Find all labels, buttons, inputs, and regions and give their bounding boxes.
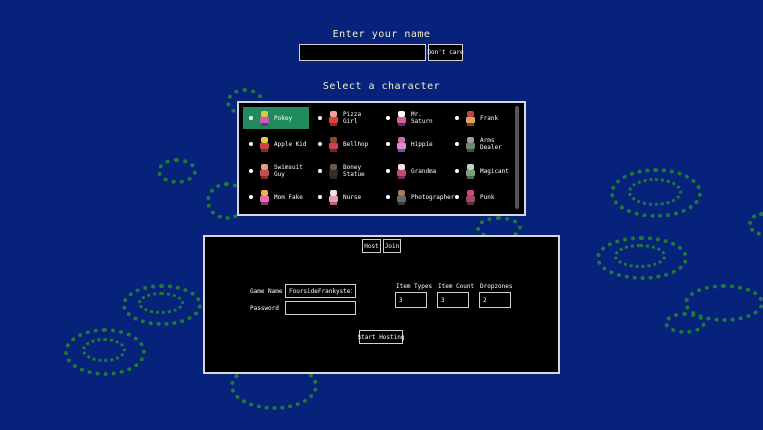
bg-ring bbox=[122, 284, 202, 326]
bg-ring bbox=[157, 158, 197, 184]
character-sprite-icon bbox=[328, 189, 339, 205]
character-sprite-icon bbox=[465, 163, 476, 179]
character-sprite-icon bbox=[396, 136, 407, 152]
character-option[interactable]: Boney Statue bbox=[312, 160, 378, 182]
character-sprite-icon bbox=[396, 110, 407, 126]
radio-icon[interactable] bbox=[249, 169, 253, 173]
password-field[interactable] bbox=[285, 301, 356, 315]
radio-icon[interactable] bbox=[318, 116, 322, 120]
character-sprite-icon bbox=[259, 136, 270, 152]
bg-ring bbox=[138, 292, 184, 314]
character-label: Pokey bbox=[274, 114, 293, 122]
character-label: Arms Dealer bbox=[480, 137, 502, 151]
character-sprite-icon bbox=[259, 110, 270, 126]
character-sprite-icon bbox=[396, 189, 407, 205]
character-option[interactable]: Apple Kid bbox=[243, 133, 309, 155]
character-label: Frank bbox=[480, 114, 499, 122]
character-option[interactable]: Mr. Saturn bbox=[380, 107, 446, 129]
character-sprite-icon bbox=[465, 189, 476, 205]
character-sprite-icon bbox=[259, 189, 270, 205]
character-label: Mr. Saturn bbox=[411, 111, 433, 125]
character-label: Pizza Girl bbox=[343, 111, 362, 125]
radio-icon[interactable] bbox=[455, 142, 459, 146]
tab-host[interactable]: Host bbox=[362, 239, 381, 253]
character-option[interactable]: Bellhop bbox=[312, 133, 378, 155]
character-sprite-icon bbox=[328, 136, 339, 152]
character-list-scrollbar[interactable] bbox=[515, 106, 519, 209]
radio-icon[interactable] bbox=[249, 195, 253, 199]
radio-icon[interactable] bbox=[455, 195, 459, 199]
radio-icon[interactable] bbox=[386, 116, 390, 120]
character-label: Nurse bbox=[343, 193, 362, 201]
character-option[interactable]: Nurse bbox=[312, 186, 378, 208]
character-label: Photographer bbox=[411, 193, 455, 201]
game-name-label: Game Name bbox=[250, 288, 283, 295]
bg-ring bbox=[596, 236, 688, 280]
start-hosting-button[interactable]: Start Hosting bbox=[358, 330, 404, 344]
bg-ring bbox=[610, 168, 702, 218]
tab-join[interactable]: Join bbox=[383, 239, 401, 253]
character-label: Punk bbox=[480, 193, 495, 201]
character-label: Bellhop bbox=[343, 140, 369, 148]
bg-ring bbox=[82, 338, 126, 362]
character-label: Grandma bbox=[411, 167, 437, 175]
radio-icon[interactable] bbox=[318, 142, 322, 146]
dont-care-button[interactable]: Don't care bbox=[427, 44, 464, 61]
character-label: Apple Kid bbox=[274, 140, 307, 148]
item-count-label: Item Count bbox=[438, 283, 475, 290]
item-types-field[interactable] bbox=[395, 292, 427, 308]
radio-icon[interactable] bbox=[455, 169, 459, 173]
radio-icon[interactable] bbox=[386, 142, 390, 146]
character-option[interactable]: Punk bbox=[449, 186, 515, 208]
password-label: Password bbox=[250, 305, 279, 312]
dropzones-label: Dropzones bbox=[480, 283, 513, 290]
bg-ring bbox=[664, 312, 706, 334]
character-option[interactable]: Magicant bbox=[449, 160, 515, 182]
character-sprite-icon bbox=[465, 110, 476, 126]
bg-ring bbox=[628, 178, 682, 206]
radio-icon[interactable] bbox=[318, 195, 322, 199]
character-option[interactable]: Photographer bbox=[380, 186, 454, 208]
radio-icon[interactable] bbox=[386, 195, 390, 199]
dropzones-field[interactable] bbox=[479, 292, 511, 308]
radio-icon[interactable] bbox=[249, 142, 253, 146]
character-label: Boney Statue bbox=[343, 164, 365, 178]
radio-icon[interactable] bbox=[318, 169, 322, 173]
character-label: Mom Fake bbox=[274, 193, 303, 201]
character-option[interactable]: Mom Fake bbox=[243, 186, 309, 208]
character-sprite-icon bbox=[328, 110, 339, 126]
bg-ring bbox=[684, 284, 763, 322]
character-option[interactable]: Pokey bbox=[243, 107, 309, 129]
item-types-label: Item Types bbox=[396, 283, 433, 290]
character-sprite-icon bbox=[328, 163, 339, 179]
character-select-title: Select a character bbox=[322, 81, 441, 92]
bg-ring bbox=[614, 244, 666, 268]
character-label: Magicant bbox=[480, 167, 509, 175]
character-option[interactable]: Swimsuit Guy bbox=[243, 160, 309, 182]
character-option[interactable]: Pizza Girl bbox=[312, 107, 378, 129]
character-option[interactable]: Grandma bbox=[380, 160, 446, 182]
character-label: Swimsuit Guy bbox=[274, 164, 303, 178]
radio-icon[interactable] bbox=[386, 169, 390, 173]
item-count-field[interactable] bbox=[437, 292, 469, 308]
name-input[interactable] bbox=[299, 44, 426, 61]
radio-icon[interactable] bbox=[455, 116, 459, 120]
bg-ring bbox=[748, 212, 763, 236]
game-name-field[interactable] bbox=[285, 284, 356, 298]
character-sprite-icon bbox=[465, 136, 476, 152]
radio-icon[interactable] bbox=[249, 116, 253, 120]
bg-ring bbox=[64, 328, 146, 376]
name-prompt-title: Enter your name bbox=[332, 29, 431, 40]
character-option[interactable]: Hippie bbox=[380, 133, 446, 155]
character-sprite-icon bbox=[396, 163, 407, 179]
character-option[interactable]: Frank bbox=[449, 107, 515, 129]
character-option[interactable]: Arms Dealer bbox=[449, 133, 515, 155]
character-sprite-icon bbox=[259, 163, 270, 179]
character-label: Hippie bbox=[411, 140, 433, 148]
